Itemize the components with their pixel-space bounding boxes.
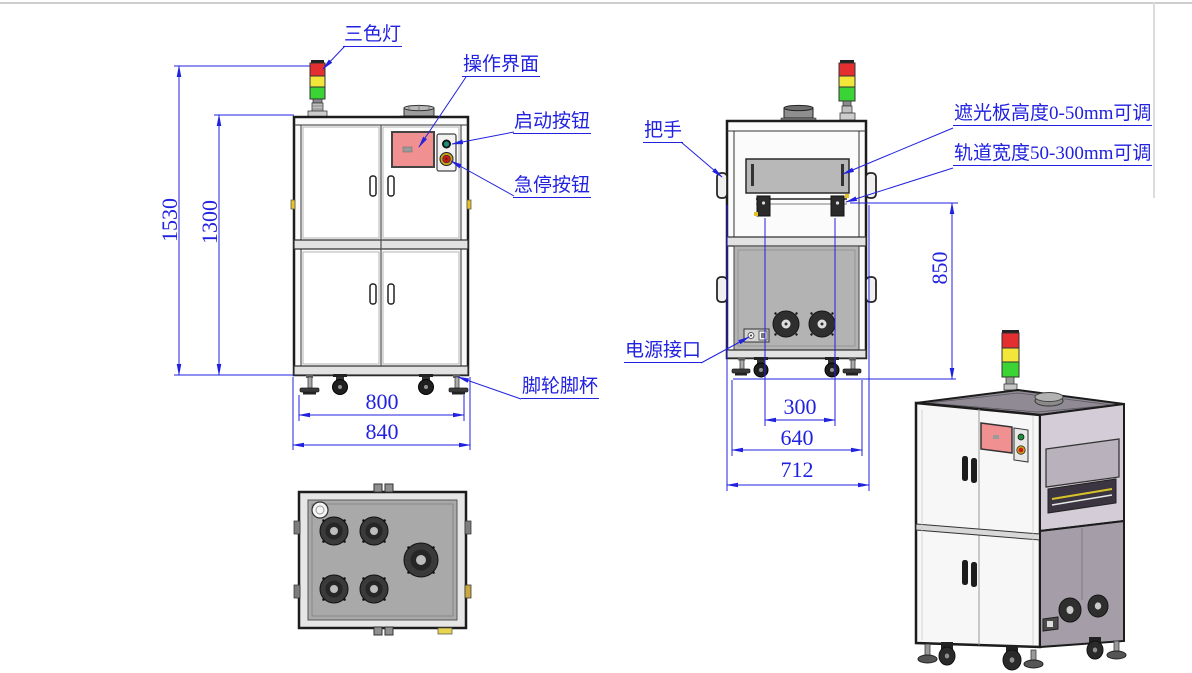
tower-light-icon [307,60,328,118]
dimension-track-height: 850 [927,251,952,285]
casters [332,374,434,395]
top-fans [319,516,439,604]
vent-cylinder-rear [780,104,817,122]
dimension-overall-width-rear: 712 [780,457,814,482]
callout-operation-panel: 操作界面 [462,54,541,77]
operation-screen [391,131,435,168]
callout-estop-button: 急停按钮 [513,175,592,198]
dimension-cabinet-height: 1300 [197,200,222,244]
rear-fans [772,310,836,338]
callout-start-button: 启动按钮 [513,111,592,134]
top-port-circle [311,501,329,519]
top-border-line [0,2,1192,4]
iso-feet-casters [917,637,1127,671]
door-handles [369,175,395,305]
handles [716,172,877,303]
dimension-lines [174,65,958,491]
leader-lines [322,45,954,400]
shade-plate-iso [1045,438,1120,488]
callout-track-width: 轨道宽度50-300mm可调 [953,143,1153,166]
rear-view [716,60,877,378]
tower-light-icon-rear [838,60,856,121]
foot-cups [299,375,469,395]
button-panel [436,133,457,172]
iso-view [914,330,1127,671]
top-view [293,483,472,636]
dimension-overall-width-front: 840 [365,419,399,444]
dimension-caster-span-rear: 640 [780,425,814,450]
front-view [290,60,472,395]
dimension-caster-span-front: 800 [365,389,399,414]
callout-power-port: 电源接口 [624,340,703,363]
tower-light-icon-iso [1001,330,1020,391]
shade-plate [745,158,850,194]
track-rail [754,194,849,217]
callout-handle: 把手 [643,120,684,143]
callout-shade-plate: 遮光板高度0-50mm可调 [953,103,1153,126]
right-border-line [1153,2,1155,198]
dimension-track-span: 300 [783,394,817,419]
callout-tower-light: 三色灯 [343,24,403,47]
dimension-overall-height: 1530 [157,198,182,242]
rear-feet [731,357,862,378]
callout-caster-footcup: 脚轮脚杯 [521,376,600,399]
